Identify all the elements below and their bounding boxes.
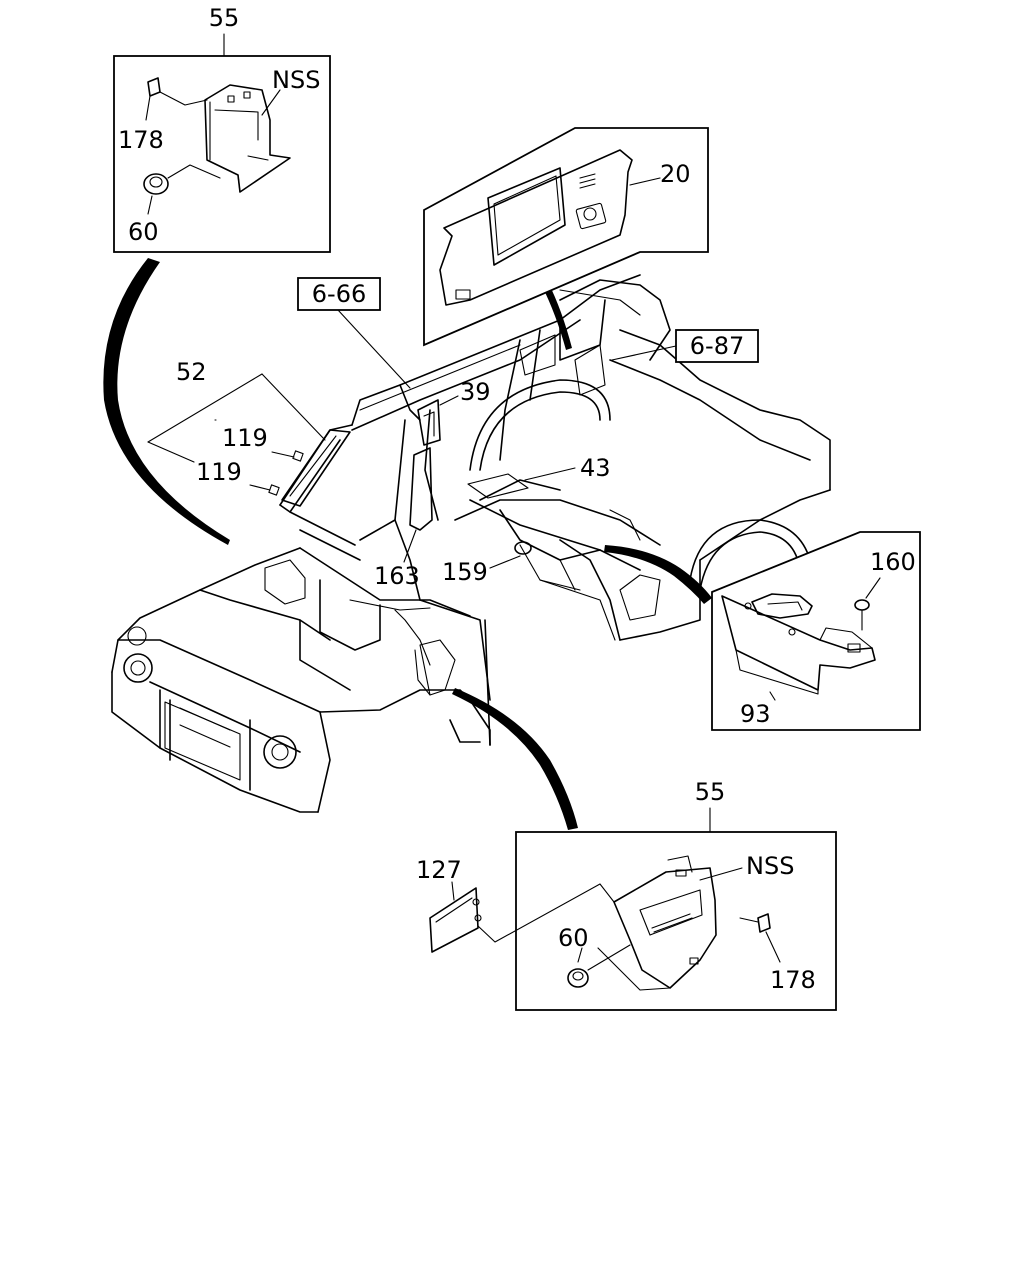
label-43: 43 [580, 454, 611, 482]
label-52: 52 [176, 358, 207, 386]
label-60-top: 60 [128, 218, 159, 246]
label-nss-bottom: NSS [746, 852, 794, 880]
detail-box-bottom: NSS 60 178 [477, 807, 837, 1011]
label-178-top: 178 [118, 126, 164, 154]
label-39: 39 [460, 378, 491, 406]
connector-arcs [103, 258, 712, 830]
label-55-bottom: 55 [695, 778, 726, 806]
part-127: 127 [416, 856, 482, 953]
label-93: 93 [740, 700, 771, 728]
label-55-top: 55 [209, 4, 240, 32]
detail-box-top: 55 NSS 178 60 [113, 4, 331, 253]
connector-arc-right [604, 545, 712, 604]
label-6-66: 6-66 [312, 280, 366, 308]
detail-box-panel: 20 [423, 127, 709, 347]
ref-box-6-87: 6-87 [611, 329, 759, 363]
ref-box-6-66-frame [297, 277, 381, 311]
detail-box-panel-frame [423, 127, 709, 347]
label-127: 127 [416, 856, 462, 884]
detail-box-right: 160 93 [711, 531, 921, 731]
label-178-bottom: 178 [770, 966, 816, 994]
connector-arc-bottom [452, 688, 578, 830]
label-163: 163 [374, 562, 420, 590]
body-callouts: 52 119 119 39 163 43 159 [147, 358, 611, 590]
label-159: 159 [442, 558, 488, 586]
detail-box-top-frame [113, 55, 331, 253]
label-20: 20 [660, 160, 691, 188]
vehicle-body [111, 274, 831, 813]
label-119-b: 119 [196, 458, 242, 486]
detail-box-right-frame [711, 531, 921, 731]
ref-box-6-66: 6-66 [297, 277, 411, 389]
label-119-a: 119 [222, 424, 268, 452]
connector-arc-panel [542, 282, 572, 350]
label-160: 160 [870, 548, 916, 576]
label-6-87: 6-87 [690, 332, 744, 360]
connector-arc-top-left [103, 258, 230, 545]
label-nss-top: NSS [272, 66, 320, 94]
detail-box-bottom-frame [515, 831, 837, 1011]
label-60-bottom: 60 [558, 924, 589, 952]
